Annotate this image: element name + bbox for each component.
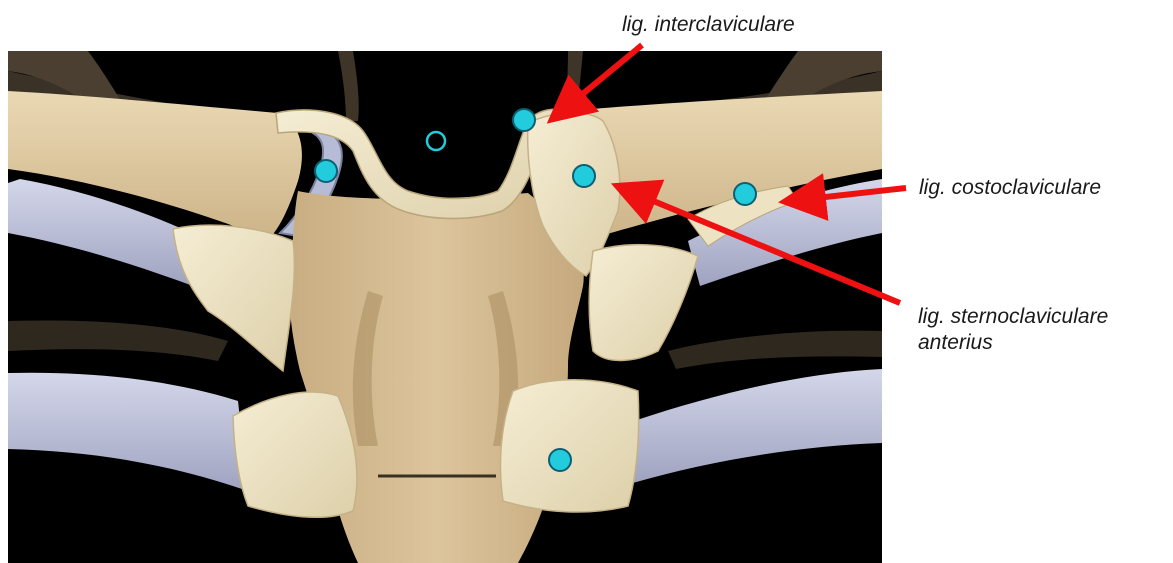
label-lig-costoclaviculare: lig. costoclaviculare — [919, 175, 1101, 201]
sternocostal-ligament-second-left — [233, 392, 357, 517]
lig-sternoclaviculare-posterius-marker — [315, 160, 337, 182]
lig-sternocostale-marker — [549, 449, 571, 471]
anatomy-figure — [8, 51, 882, 563]
lig-sternoclaviculare-anterius-marker — [573, 165, 595, 187]
sternocostal-ligament-second-right — [500, 380, 638, 512]
label-lig-sternoclaviculare-anterius: lig. sternoclaviculare anterius — [918, 304, 1108, 356]
label-lig-interclaviculare: lig. interclaviculare — [622, 12, 795, 38]
lig-costoclaviculare-marker — [734, 183, 756, 205]
label-line-1: lig. sternoclaviculare — [918, 304, 1108, 330]
label-line-2: anterius — [918, 330, 1108, 356]
lig-interclaviculare-marker — [513, 109, 535, 131]
